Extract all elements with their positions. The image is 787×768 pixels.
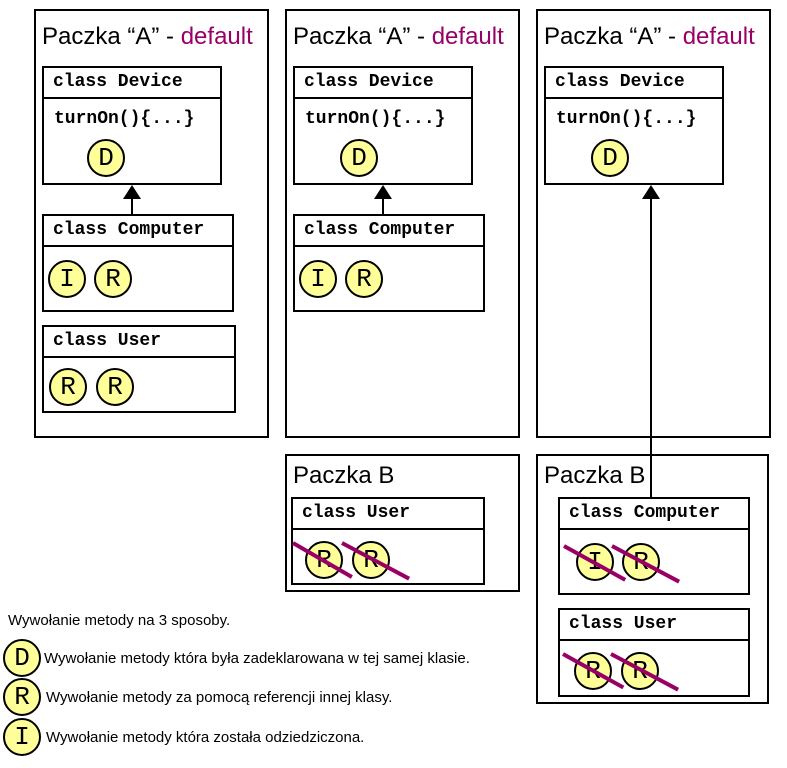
badge-r-user-1b: R bbox=[96, 368, 134, 406]
class-device-2-method: turnOn(){...} bbox=[305, 109, 446, 129]
class-user-1-name: class User bbox=[44, 327, 234, 358]
legend-text-i: Wywołanie metody która została odziedzic… bbox=[46, 729, 365, 746]
class-device-1: class Device turnOn(){...} bbox=[42, 66, 222, 185]
arrow-computer-to-device-1 bbox=[123, 185, 141, 214]
package-a-2-title-accent: default bbox=[431, 23, 504, 50]
legend-text-d: Wywołanie metody która była zadeklarowan… bbox=[44, 650, 470, 667]
package-b-3-title: Paczka B bbox=[544, 462, 646, 489]
package-a-3-title-accent: default bbox=[682, 23, 755, 50]
class-device-1-name: class Device bbox=[44, 68, 220, 99]
package-a-1-title-accent: default bbox=[180, 23, 253, 50]
badge-r-user-3b: R bbox=[621, 652, 659, 690]
class-device-3-name: class Device bbox=[546, 68, 722, 99]
badge-d-device-3: D bbox=[591, 139, 629, 177]
legend-title: Wywołanie metody na 3 sposoby. bbox=[8, 612, 231, 629]
legend-text-r: Wywołanie metody za pomocą referencji in… bbox=[46, 689, 393, 706]
badge-d-device-2: D bbox=[340, 139, 378, 177]
package-a-3-title: Paczka “A” - default bbox=[544, 23, 755, 50]
class-device-2-name: class Device bbox=[295, 68, 471, 99]
legend-badge-i: I bbox=[3, 718, 41, 756]
badge-i-computer-1: I bbox=[48, 260, 86, 298]
badge-r-computer-2: R bbox=[345, 260, 383, 298]
package-a-2-title: Paczka “A” - default bbox=[293, 23, 504, 50]
class-device-3: class Device turnOn(){...} bbox=[544, 66, 724, 185]
class-device-1-method: turnOn(){...} bbox=[54, 109, 195, 129]
class-device-3-method: turnOn(){...} bbox=[556, 109, 697, 129]
class-user-3-name: class User bbox=[560, 610, 748, 641]
arrow-computer-to-device-2 bbox=[374, 185, 392, 214]
legend-badge-r: R bbox=[3, 678, 41, 716]
class-computer-1-name: class Computer bbox=[44, 216, 232, 247]
package-b-2-title: Paczka B bbox=[293, 462, 395, 489]
legend-badge-d: D bbox=[3, 639, 41, 677]
badge-r-computer-1: R bbox=[94, 260, 132, 298]
package-a-1-title: Paczka “A” - default bbox=[42, 23, 253, 50]
badge-d-device-1: D bbox=[87, 139, 125, 177]
badge-i-computer-2: I bbox=[299, 260, 337, 298]
arrow-computer-to-device-3 bbox=[642, 185, 660, 497]
class-computer-2-name: class Computer bbox=[295, 216, 483, 247]
badge-r-user-1a: R bbox=[49, 368, 87, 406]
class-computer-3-name: class Computer bbox=[560, 499, 748, 530]
class-device-2: class Device turnOn(){...} bbox=[293, 66, 473, 185]
class-user-2-name: class User bbox=[293, 499, 483, 530]
